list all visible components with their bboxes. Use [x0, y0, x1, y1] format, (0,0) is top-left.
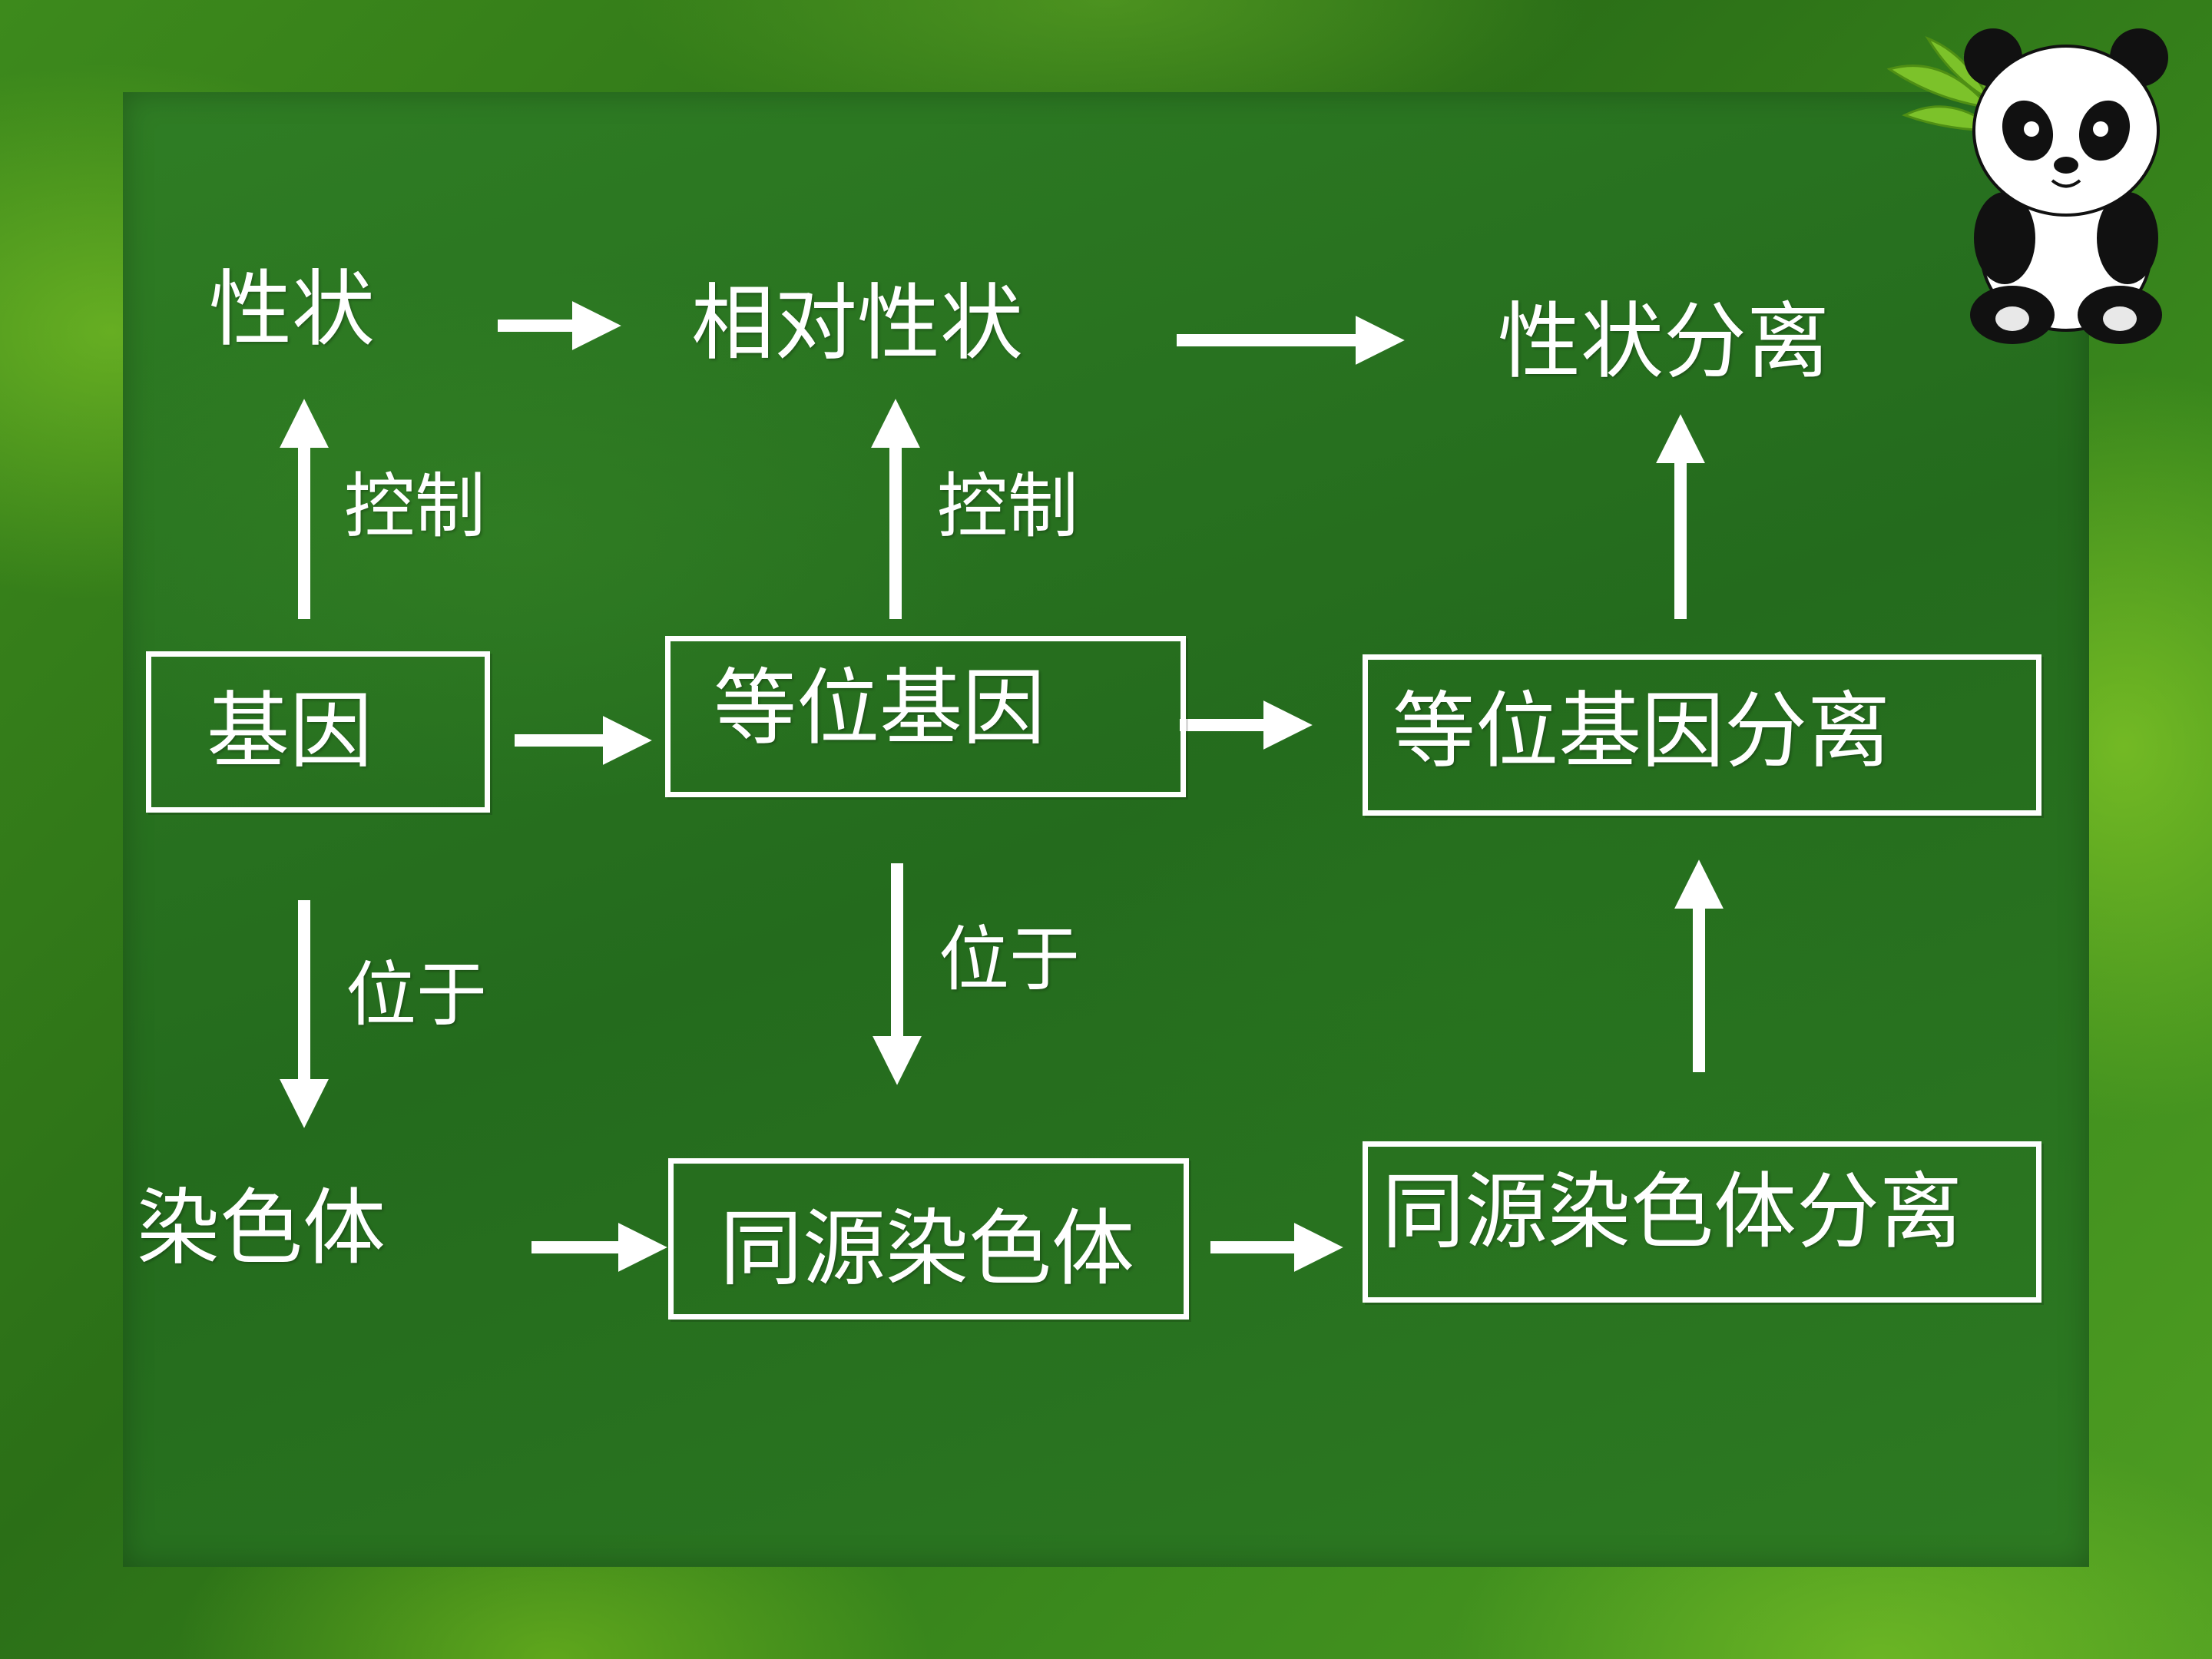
edge-label-gene-controls-trait: 控制	[344, 465, 486, 548]
node-relative-trait: 相对性状	[691, 276, 1024, 372]
diagram-panel	[123, 92, 2089, 1567]
node-allele-segregation: 等位基因分离	[1392, 684, 1891, 780]
node-allele: 等位基因	[714, 661, 1046, 757]
box-gene: 基因	[146, 651, 490, 813]
panda-icon	[1886, 28, 2168, 344]
edge-label-allele-located-on-homologous: 位于	[939, 919, 1081, 1001]
node-gene: 基因	[207, 684, 373, 780]
box-allele-segregation: 等位基因分离	[1363, 654, 2041, 816]
box-homologous-chromosome: 同源染色体	[668, 1158, 1189, 1320]
edge-label-allele-controls-relative: 控制	[937, 465, 1079, 548]
node-homologous-chromosome: 同源染色体	[720, 1201, 1135, 1297]
box-allele: 等位基因	[665, 636, 1186, 797]
node-trait: 性状	[209, 262, 376, 358]
node-trait-segregation: 性状分离	[1498, 294, 1830, 390]
edge-label-gene-located-on-chromosome: 位于	[346, 954, 488, 1036]
node-chromosome: 染色体	[137, 1181, 386, 1277]
node-homologous-segregation: 同源染色体分离	[1382, 1164, 1963, 1260]
box-homologous-segregation: 同源染色体分离	[1363, 1141, 2041, 1303]
